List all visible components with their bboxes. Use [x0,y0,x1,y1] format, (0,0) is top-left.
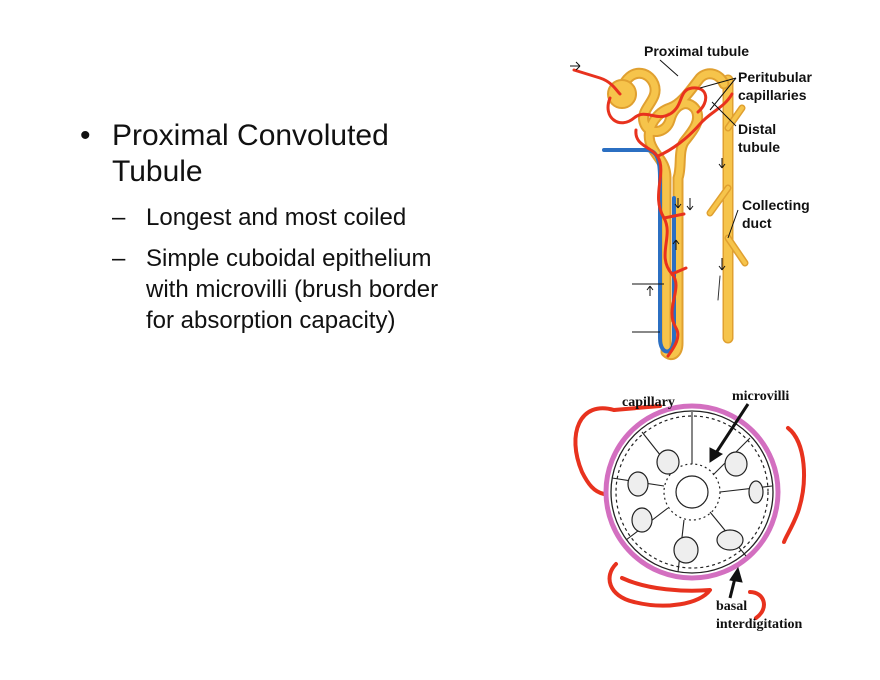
label-capillary: capillary [622,395,675,410]
label-peritubular-line2: capillaries [738,87,807,103]
bullet-main-text: Proximal Convoluted Tubule [112,119,389,188]
label-peritubular-line1: Peritubular [738,69,812,85]
sub-bullet-1: – Longest and most coiled [112,202,460,233]
label-interdigitation: interdigitation [716,617,803,632]
sub-bullet-2: – Simple cuboidal epithelium with microv… [112,243,460,336]
label-basal: basal [716,599,747,614]
sub-bullet-marker: – [112,204,126,231]
nephron-diagram: Proximal tubule Peritubular capillaries … [570,43,812,361]
cell-nuclei [627,449,764,564]
label-distal-line1: Distal [738,121,776,137]
label-collecting-line2: duct [742,215,772,231]
label-microvilli: microvilli [732,389,789,404]
label-proximal-tubule: Proximal tubule [644,43,749,59]
label-distal-line2: tubule [738,139,780,155]
bullet-marker: • [80,119,91,152]
sub-bullet-text: Longest and most coiled [146,204,407,231]
label-collecting-line1: Collecting [742,197,810,213]
label-arrows [709,403,750,599]
sub-bullet-text: Simple cuboidal epithelium with microvil… [146,245,439,334]
flow-arrows [570,61,726,296]
collecting-duct-drawing [706,74,749,344]
sub-bullet-marker: – [112,245,126,272]
microvilli-ring [615,415,769,569]
bullet-list: • Proximal Convoluted Tubule – Longest a… [80,118,460,346]
label-pointers [632,59,739,333]
sub-bullet-list: – Longest and most coiled – Simple cuboi… [112,202,460,336]
bullet-main: • Proximal Convoluted Tubule [80,118,460,190]
tubule-cross-section: capillary microvilli basal interdigitati… [573,389,806,632]
capillaries-drawing [572,68,734,358]
capillary-outlines [573,404,806,620]
